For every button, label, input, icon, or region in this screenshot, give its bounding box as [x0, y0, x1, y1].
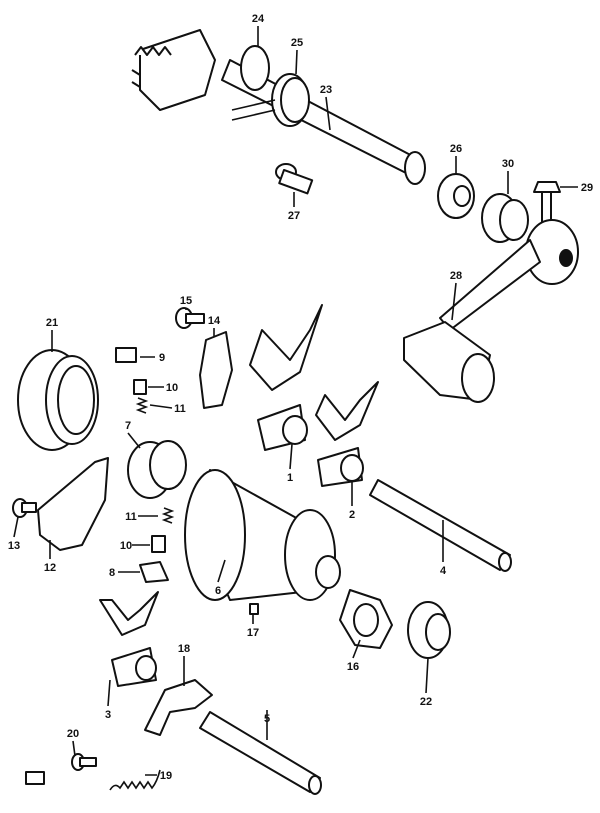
callout-10: 10	[166, 382, 178, 394]
part-bolt-29	[533, 181, 561, 223]
callout-4: 4	[440, 565, 447, 577]
part-kick-lever-28	[403, 219, 579, 403]
part-shaft-4	[369, 479, 512, 572]
part-plate-14	[199, 331, 233, 409]
part-spring	[231, 73, 310, 127]
part-pin-10b	[151, 535, 166, 553]
callout-27: 27	[288, 210, 300, 222]
part-stopper-plate-16	[339, 589, 393, 649]
part-kick-shaft	[131, 29, 426, 185]
part-spring-11b	[161, 507, 175, 524]
callout-13: 13	[8, 540, 20, 552]
part-pin-17	[249, 603, 259, 615]
part-fork-3	[99, 591, 159, 687]
callout-8: 8	[109, 567, 115, 579]
callout-25: 25	[291, 37, 303, 49]
leader-lines	[13, 26, 578, 776]
callout-26: 26	[450, 143, 462, 155]
callout-11b: 11	[125, 511, 137, 523]
part-fork-2	[315, 381, 379, 487]
part-bearing-21	[17, 349, 99, 451]
callout-1: 1	[287, 472, 293, 484]
part-oil-seal-26	[437, 173, 475, 219]
part-screw-15	[175, 307, 205, 329]
part-bolt-27	[275, 163, 314, 195]
part-lever-18	[144, 679, 213, 736]
callout-11: 11	[174, 403, 186, 415]
callout-10b: 10	[120, 540, 132, 552]
part-bearing-22	[407, 601, 451, 659]
callout-18: 18	[178, 643, 190, 655]
part-stopper-8	[139, 561, 169, 583]
callout-12: 12	[44, 562, 56, 574]
callout-5: 5	[264, 713, 270, 725]
part-spring-19	[109, 769, 161, 791]
callout-6: 6	[215, 585, 221, 597]
part-cam-stopper-9	[115, 347, 137, 363]
callout-7: 7	[125, 420, 131, 432]
callout-19: 19	[160, 770, 172, 782]
part-screw-13	[12, 498, 37, 518]
callout-22: 22	[420, 696, 432, 708]
callout-2: 2	[349, 509, 355, 521]
callout-3: 3	[105, 709, 111, 721]
part-shaft-5	[199, 711, 322, 795]
callout-14: 14	[208, 315, 221, 327]
part-spring-11a	[135, 397, 149, 414]
part-cam-7	[127, 440, 187, 499]
part-plate-12	[37, 457, 109, 551]
callout-labels: 24 25 23 26 30 29 27 28 15 14 21 9 10 11…	[8, 13, 593, 782]
callout-23: 23	[320, 84, 332, 96]
callout-16: 16	[347, 661, 359, 673]
callout-9: 9	[159, 352, 165, 364]
part-pin-10a	[133, 379, 147, 395]
callout-28: 28	[450, 270, 462, 282]
part-fork-1	[249, 304, 323, 451]
callout-21: 21	[46, 317, 58, 329]
part-shift-drum-6	[184, 469, 341, 601]
callout-24: 24	[252, 13, 265, 25]
part-clip	[25, 771, 45, 785]
callout-15: 15	[180, 295, 192, 307]
callout-17: 17	[247, 627, 259, 639]
part-boot-30	[481, 193, 529, 243]
part-pin-20	[71, 753, 97, 771]
callout-29: 29	[581, 182, 593, 194]
callout-30: 30	[502, 158, 514, 170]
callout-20: 20	[67, 728, 79, 740]
